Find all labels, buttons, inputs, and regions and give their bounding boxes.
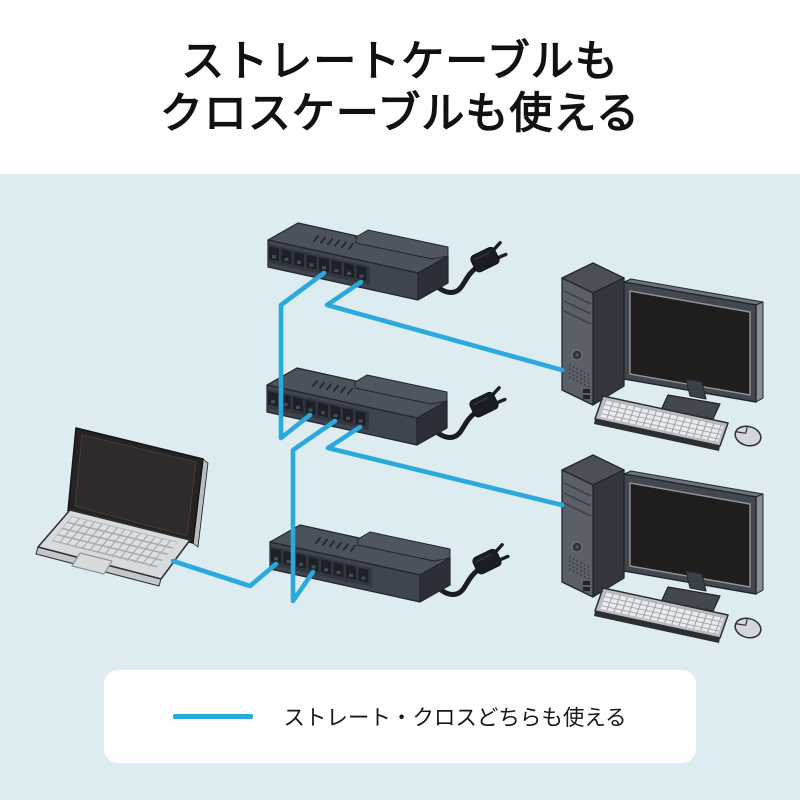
illustration-panel: ストレート・クロスどちらも使える (0, 174, 800, 800)
page-title: ストレートケーブルも クロスケーブルも使える (0, 0, 800, 174)
desktop-pc-top (561, 262, 764, 452)
legend-label: ストレート・クロスどちらも使える (283, 706, 627, 730)
desktop-pc-bottom (561, 454, 764, 644)
lan-cable-switch1-pc1 (324, 279, 565, 373)
lan-cable-switch1-switch2 (278, 270, 327, 441)
legend: ストレート・クロスどちらも使える (104, 670, 696, 763)
lan-cable-switch2-switch3 (290, 418, 338, 604)
network-diagram (35, 174, 764, 644)
lan-cable-switch2-pc2 (325, 424, 565, 508)
network-switch-bottom (270, 525, 510, 602)
cable-legend-line (173, 714, 254, 719)
network-switch-middle (267, 368, 507, 445)
title-line-2: クロスケーブルも使える (159, 90, 641, 138)
lan-cable-laptop-switch3 (170, 558, 279, 589)
title-line-1: ストレートケーブルも (181, 38, 619, 87)
